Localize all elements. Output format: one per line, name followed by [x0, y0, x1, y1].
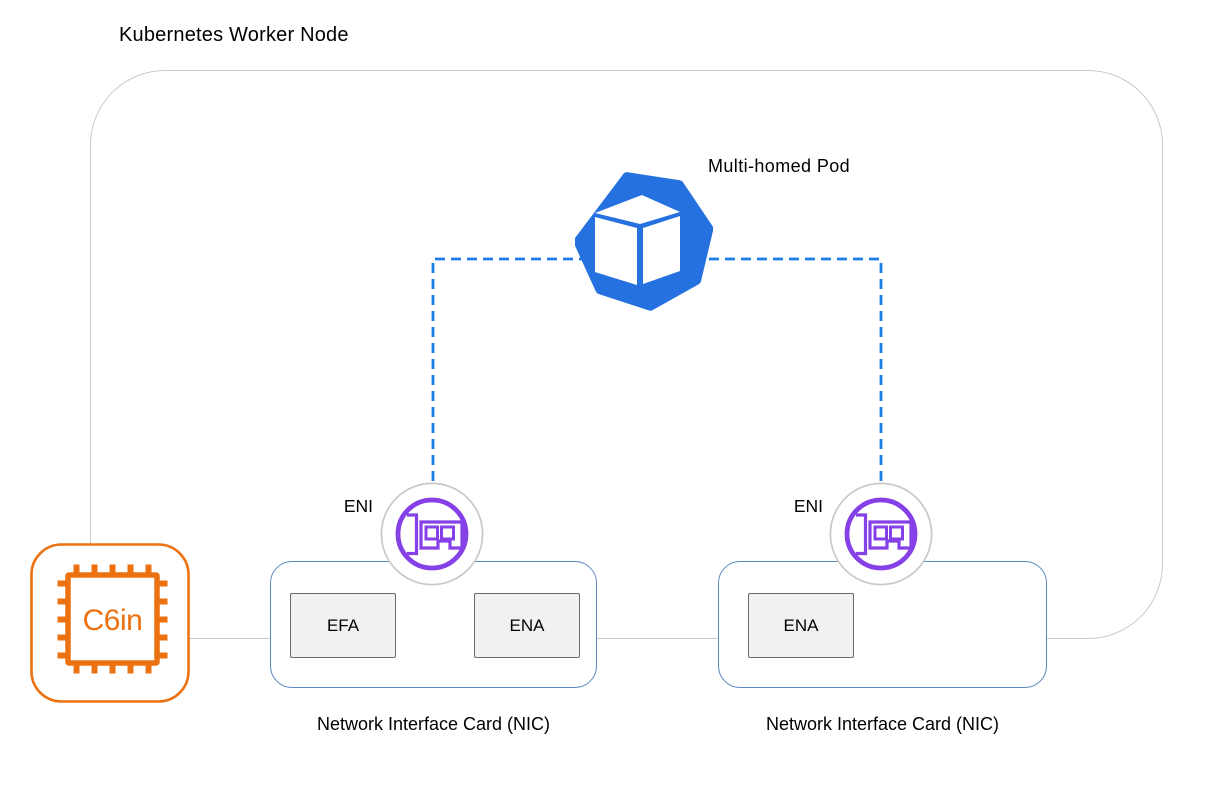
- cpu-chip-icon: C6in: [30, 543, 190, 703]
- kubernetes-pod-icon: [575, 172, 713, 311]
- nic-card-efa: EFA: [290, 593, 396, 658]
- worker-node-title: Kubernetes Worker Node: [119, 24, 349, 46]
- nic-left-label: Network Interface Card (NIC): [316, 714, 551, 734]
- network-interface-icon: [380, 482, 484, 586]
- chip-pins: [57, 564, 168, 674]
- instance-label: C6in: [83, 604, 143, 637]
- worker-node-boundary: [90, 70, 1163, 639]
- nic-left-box: EFA ENA: [270, 561, 597, 688]
- eni-right-label: ENI: [793, 496, 823, 516]
- nic-card-ena: ENA: [474, 593, 580, 658]
- nic-card-ena: ENA: [748, 593, 854, 658]
- network-interface-icon: [829, 482, 933, 586]
- pod-label: Multi-homed Pod: [708, 156, 851, 176]
- nic-right-label: Network Interface Card (NIC): [765, 714, 1000, 734]
- eni-left-label: ENI: [343, 496, 373, 516]
